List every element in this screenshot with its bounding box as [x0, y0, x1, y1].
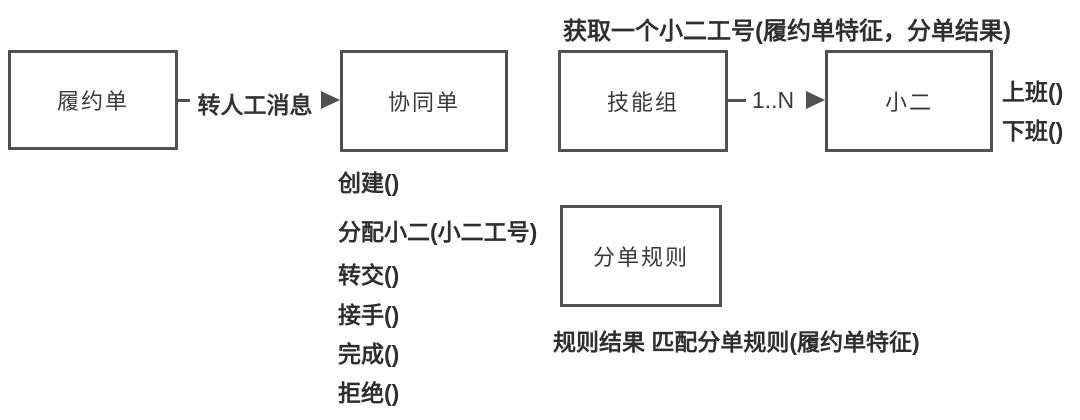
box-dispatch-rule: 分单规则	[560, 205, 722, 307]
box-skill-group: 技能组	[558, 50, 728, 152]
box-xiaoer-label: 小二	[884, 90, 933, 115]
box-collaboration-order: 协同单	[340, 50, 508, 152]
connector-line-skillgroup-to-xiaoer	[728, 99, 746, 102]
arrowhead-right-icon	[321, 91, 340, 109]
note-get-xiaoer-id: 获取一个小二工号(履约单特征，分单结果)	[563, 18, 1011, 45]
box-collaboration-order-label: 协同单	[387, 90, 460, 115]
box-fulfillment-order-label: 履约单	[56, 89, 129, 114]
note-rule-result-match: 规则结果 匹配分单规则(履约单特征)	[553, 329, 920, 355]
box-skill-group-label: 技能组	[606, 90, 679, 115]
method-reject: 拒绝()	[338, 380, 400, 406]
connector-line-fulfillment-to-collab	[176, 99, 190, 102]
method-create: 创建()	[338, 170, 400, 196]
box-xiaoer: 小二	[825, 50, 993, 152]
method-start-work: 上班()	[1002, 79, 1064, 105]
arrowhead-right-icon	[806, 91, 825, 109]
box-fulfillment-order: 履约单	[8, 50, 178, 150]
method-transfer: 转交()	[338, 262, 400, 288]
method-end-work: 下班()	[1002, 118, 1064, 144]
method-assign-xiaoer: 分配小二(小二工号)	[338, 219, 538, 245]
method-complete: 完成()	[338, 341, 400, 367]
method-take-over: 接手()	[338, 302, 400, 328]
connector-label-cardinality: 1..N	[750, 87, 796, 114]
box-dispatch-rule-label: 分单规则	[592, 245, 689, 270]
connector-label-manual-message: 转人工消息	[192, 86, 318, 120]
